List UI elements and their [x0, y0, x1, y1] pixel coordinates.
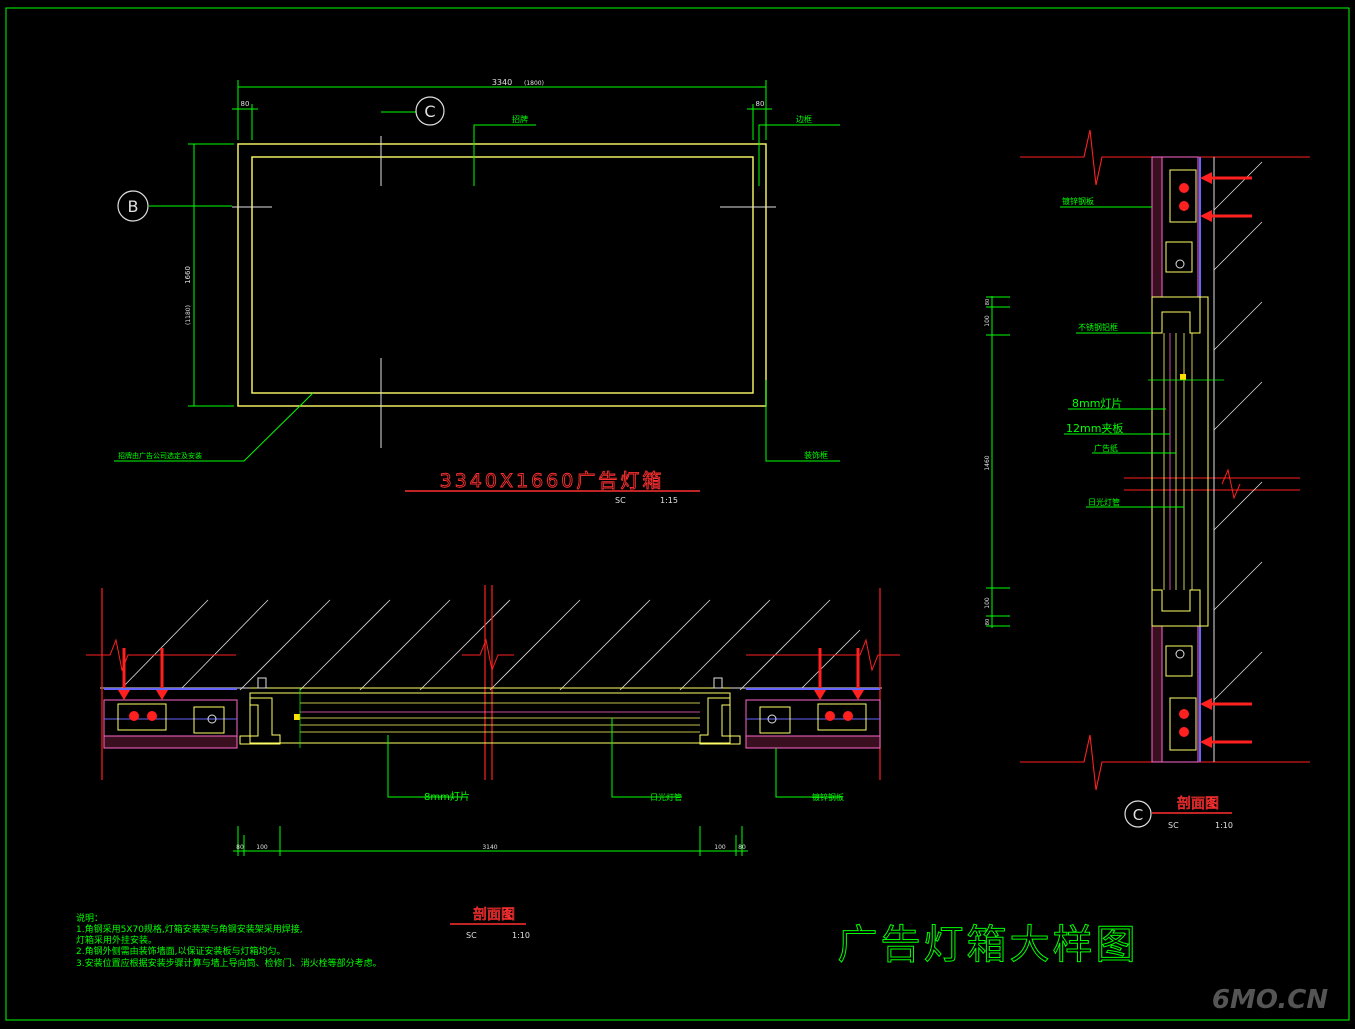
plan-dim-left2: 100	[256, 844, 268, 851]
notes-line-2: 灯箱采用外挂安装。	[76, 934, 157, 946]
side-dim-1: 80	[985, 299, 991, 305]
plan-scale-prefix: SC	[466, 931, 477, 940]
side-scale-prefix: SC	[1168, 821, 1179, 830]
bubble-c-label: C	[424, 102, 435, 121]
plan-dim-right: 80	[738, 844, 746, 851]
plan-section-view: 8mm灯片 日光灯管 镀锌钢板 80 100 3140 100 80 剖面图 S…	[86, 585, 900, 940]
side-dim-4: 100	[984, 597, 991, 609]
side-label-3: 8mm灯片	[1072, 397, 1122, 410]
elevation-scale: 1:15	[660, 496, 678, 505]
dim-right-edge: 80	[756, 100, 765, 108]
leader-top-mid: 招牌	[512, 114, 528, 124]
side-dim-5: 80	[985, 619, 991, 625]
side-dim-2: 100	[984, 315, 991, 327]
leader-top-right: 边框	[796, 114, 812, 124]
leader-bottom-left: 招牌由广告公司选定及安装	[118, 451, 202, 460]
dim-width: 3340	[492, 78, 512, 87]
side-label-6: 日光灯管	[1088, 497, 1120, 507]
notes-heading: 说明：	[76, 912, 103, 924]
dim-height-sub: (1180)	[185, 305, 192, 325]
dim-width-sub: (1800)	[524, 80, 544, 87]
section-bubble-c	[415, 96, 445, 126]
side-bubble-label: C	[1133, 806, 1143, 824]
plan-leader-left: 8mm灯片	[424, 790, 470, 803]
elevation-title: 3340X1660广告灯箱	[440, 470, 665, 492]
dim-left-edge: 80	[241, 100, 250, 108]
notes-block: 说明： 1.角钢采用5X70规格,灯箱安装架与角钢安装架采用焊接, 灯箱采用外挂…	[76, 912, 382, 969]
plan-dim-right2: 100	[714, 844, 726, 851]
dim-height: 1660	[184, 266, 192, 284]
plan-dim-left: 80	[236, 844, 244, 851]
drawing-title: 广告灯箱大样图	[838, 922, 1139, 968]
side-dim-3: 1460	[984, 455, 991, 470]
bubble-b-label: B	[128, 197, 139, 216]
leader-bottom-right: 装饰框	[804, 450, 828, 460]
side-section-bubble	[1124, 800, 1152, 828]
notes-line-1: 1.角钢采用5X70规格,灯箱安装架与角钢安装架采用焊接,	[76, 923, 303, 935]
plan-scale: 1:10	[512, 931, 530, 940]
sheet-border	[5, 7, 1350, 1021]
elevation-view: 3340 (1800) 80 80 1660 (1180) C B 招牌 边框 …	[114, 78, 840, 505]
side-scale: 1:10	[1215, 821, 1233, 830]
watermark: 6MO.CN	[1212, 985, 1328, 1015]
side-section-view: 镀锌钢板 不锈钢铝框 8mm灯片 12mm夹板 广告纸 日光灯管 80 100 …	[984, 129, 1310, 830]
side-section-title: 剖面图	[1177, 796, 1219, 812]
plan-dim-mid: 3140	[482, 844, 497, 851]
side-label-5: 广告纸	[1094, 443, 1118, 453]
plan-leader-mid: 日光灯管	[650, 792, 682, 802]
plan-section-title: 剖面图	[473, 907, 515, 923]
notes-line-3: 2.角钢外侧需由装饰墙面,以保证安装板与灯箱均匀。	[76, 945, 285, 957]
elevation-scale-prefix: SC	[615, 496, 626, 505]
plan-leader-right: 镀锌钢板	[812, 792, 844, 802]
side-label-1: 镀锌钢板	[1062, 196, 1094, 206]
side-label-2: 不锈钢铝框	[1078, 322, 1118, 332]
notes-line-4: 3.安装位置应根据安装步骤计算与墙上导向筒、检修门、消火栓等部分考虑。	[76, 957, 382, 969]
side-label-4: 12mm夹板	[1066, 421, 1123, 435]
section-bubble-b	[117, 190, 149, 222]
